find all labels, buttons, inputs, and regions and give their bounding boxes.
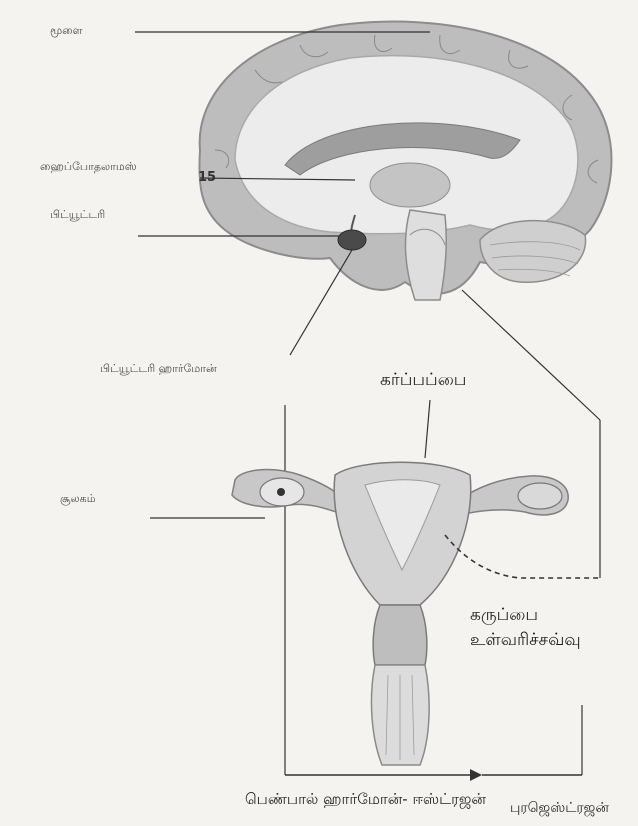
label-number-15: 15 — [198, 170, 216, 185]
cerebellum — [480, 221, 586, 283]
brain-illustration — [199, 22, 611, 300]
label-brain: மூளை — [50, 24, 83, 39]
label-hormones-line2: புரஜெஸ்ட்ரஜன் — [510, 800, 609, 818]
label-pituitary: பிட்யூட்டரி — [50, 208, 105, 223]
label-pituitary-hormone: பிட்யூட்டரி ஹார்மோன் — [100, 362, 217, 377]
label-hormones-line1: பெண்பால் ஹார்மோன்- ஈஸ்ட்ரஜன் — [245, 790, 486, 810]
label-hypothalamus: ஹைப்போதலாமஸ் — [40, 160, 137, 175]
cervix — [373, 605, 427, 665]
label-endometrium-line2: உள்வரிச்சவ்வு — [470, 630, 581, 652]
label-endometrium-line1: கருப்பை — [470, 605, 538, 627]
label-uterus: கர்ப்பப்பை — [380, 370, 466, 392]
brain-stem — [405, 210, 446, 300]
right-ovary — [518, 483, 562, 509]
label-ovary: சூலகம் — [60, 492, 96, 507]
thalamus — [370, 163, 450, 207]
pituitary-gland — [338, 230, 366, 250]
